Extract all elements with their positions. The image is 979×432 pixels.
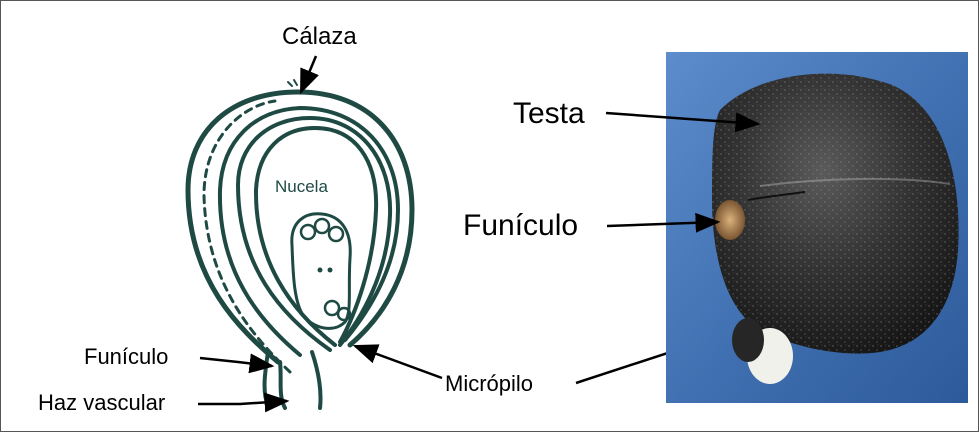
chalaza-mark (288, 80, 297, 86)
micropilo-label: Micrópilo (445, 371, 533, 396)
polar-nucleus (318, 268, 323, 273)
polar-nucleus (328, 268, 333, 273)
seed-photo (666, 52, 968, 403)
seed-funiculo-label: Funículo (463, 209, 578, 242)
nucela-label: Nucela (275, 177, 328, 196)
funiculus-stalk-left (265, 352, 268, 406)
testa-label: Testa (513, 97, 585, 130)
antipodal-cell (329, 227, 343, 241)
antipodal-cell (315, 219, 329, 233)
ovule-diagram (188, 80, 412, 408)
funiculus-stalk-right (312, 352, 321, 408)
haz-vascular-label: Haz vascular (38, 390, 165, 415)
funiculus-scar (715, 200, 745, 240)
calaza-label: Cálaza (282, 23, 357, 50)
micropyle-tissue (732, 318, 764, 362)
ovule-funiculo-label: Funículo (84, 344, 168, 369)
antipodal-cell (301, 225, 315, 239)
ovule-funiculo-arrow (200, 358, 272, 366)
haz-vascular-arrow (198, 401, 287, 404)
seed-texture (712, 74, 959, 354)
micropilo-arrow-ovule (355, 346, 442, 378)
nucellus-boundary (256, 128, 376, 345)
calaza-arrow (301, 56, 316, 92)
